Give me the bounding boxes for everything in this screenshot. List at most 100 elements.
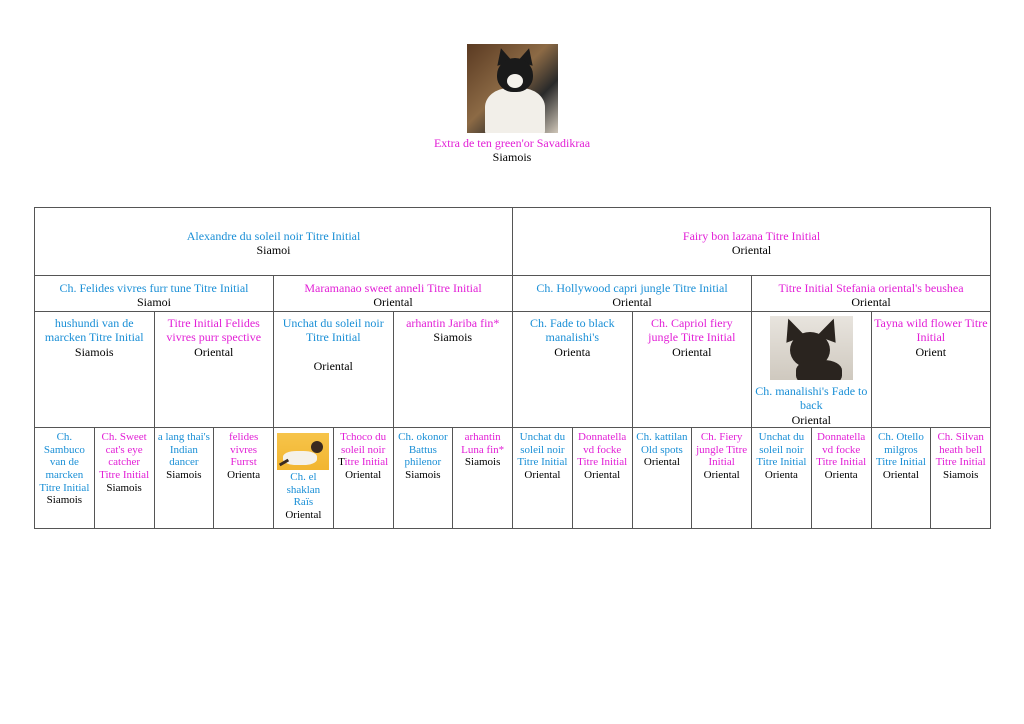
ancestor-breed: Siamois xyxy=(433,330,473,345)
ancestor-title: Titre Initial xyxy=(39,481,90,494)
grandparent-cell: Titre Initial Stefania oriental's beushe… xyxy=(751,275,992,312)
ancestor-title: Titre Initial xyxy=(99,469,150,482)
dam-breed: Oriental xyxy=(731,243,772,258)
ancestor-cell: Ch. el shaklan Raïs Oriental xyxy=(273,427,334,530)
ancestor-name: arhantin Luna fin* xyxy=(461,431,505,456)
ancestor-cell: Ch. okonor Battus philenor Siamois xyxy=(392,427,454,530)
grandparent-breed: Oriental xyxy=(373,295,413,310)
ancestor-name: Ch. Fade to black manalishi's xyxy=(529,316,615,345)
generation-3-row: hushundi van de marcken Titre Initial Si… xyxy=(34,310,992,429)
ancestor-name: Ch. el shaklan Raïs xyxy=(286,471,321,509)
ancestor-name: Ch. manalishi's Fade to back xyxy=(755,384,868,413)
ancestor-name: Ch. Capriol fiery jungle Titre Initial xyxy=(648,316,736,345)
grandparent-breed: Siamoi xyxy=(136,295,171,310)
ancestor-cell: Unchat du soleil noir Titre Initial Orie… xyxy=(751,427,812,530)
ancestor-title: Titre Initial xyxy=(935,456,986,469)
great-grandparent-cell: Titre Initial Felides vivres purr specti… xyxy=(153,310,274,429)
pedigree-table: Alexandre du soleil noir Titre Initial S… xyxy=(33,207,992,530)
great-grandparent-cell: Ch. manalishi's Fade to back Oriental xyxy=(751,310,872,429)
ancestor-cell: arhantin Luna fin* Siamois xyxy=(452,427,514,530)
ancestor-breed: Oriental xyxy=(882,469,919,482)
generation-2-row: Ch. Felides vivres furr tune Titre Initi… xyxy=(34,275,992,312)
ancestor-title: Titre Initial xyxy=(577,456,628,469)
ancestor-name: a lang thai's Indian dancer xyxy=(157,431,210,469)
ancestor-title: Titre Initial xyxy=(756,456,807,469)
ancestor-breed: Orient xyxy=(915,344,947,359)
ancestor-name: felides vivres Furrst xyxy=(228,431,259,469)
grandparent-breed: Oriental xyxy=(612,295,652,310)
grandparent-name: Titre Initial Stefania oriental's beushe… xyxy=(778,281,964,295)
ancestor-cell: Tchoco du soleil noir Titre Initial Orie… xyxy=(332,427,394,530)
ancestor-name: Tayna wild flower Titre Initial xyxy=(874,316,988,345)
grandparent-name: Ch. Felides vivres furr tune Titre Initi… xyxy=(59,281,249,295)
ancestor-name: Unchat du soleil noir Titre Initial xyxy=(282,316,384,345)
ancestor-cell: Ch. Otello milgros Titre Initial Orienta… xyxy=(870,427,932,530)
cat-photo-icon xyxy=(466,44,558,133)
ancestor-name: Ch. Sweet cat's eye catcher xyxy=(101,431,147,469)
great-grandparent-cell: Ch. Capriol fiery jungle Titre Initial O… xyxy=(631,310,753,429)
ancestor-breed: Siamois xyxy=(74,344,114,359)
ancestor-cell: Unchat du soleil noir Titre Initial Orie… xyxy=(512,427,573,530)
ancestor-name: Ch. okonor Battus philenor xyxy=(398,431,448,469)
great-grandparent-cell: Tayna wild flower Titre Initial Orient xyxy=(870,310,992,429)
generation-1-row: Alexandre du soleil noir Titre Initial S… xyxy=(33,207,992,276)
ancestor-name: Unchat du soleil noir xyxy=(758,431,805,456)
ancestor-breed: Oriental xyxy=(584,469,621,482)
subject-name: Extra de ten green'or Savadikraa xyxy=(433,136,591,150)
ancestor-breed: Oriental xyxy=(313,358,353,373)
ancestor-name: Ch. Fiery jungle Titre Initial xyxy=(696,431,748,469)
ancestor-breed: Siamois xyxy=(942,469,979,482)
ancestor-name: Unchat du soleil noir xyxy=(519,431,566,456)
ancestor-name: Ch. Sambuco van de marcken xyxy=(43,431,85,482)
ancestor-breed: Orienta xyxy=(227,469,261,482)
ancestor-name: Donnatella vd focke xyxy=(578,431,627,456)
ancestor-breed: Oriental xyxy=(524,469,561,482)
subject-header: Extra de ten green'or Savadikraa Siamois xyxy=(0,44,1024,165)
ancestor-breed: Siamois xyxy=(166,469,202,482)
ancestor-name: Ch. kattilan Old spots xyxy=(636,431,688,456)
ancestor-cell: Ch. kattilan Old spots Oriental xyxy=(631,427,693,530)
ancestor-breed: Oriental xyxy=(703,469,740,482)
grandparent-name: Ch. Hollywood capri jungle Titre Initial xyxy=(536,281,728,295)
dam-name: Fairy bon lazana Titre Initial xyxy=(682,229,821,243)
ancestor-breed: Siamois xyxy=(464,456,501,469)
great-grandparent-cell: Unchat du soleil noir Titre Initial Orie… xyxy=(273,310,394,429)
ancestor-cell: Ch. Silvan heath bell Titre Initial Siam… xyxy=(930,427,992,530)
ancestor-cell: Ch. Sambuco van de marcken Titre Initial… xyxy=(34,427,95,530)
ancestor-breed: Oriental xyxy=(791,412,831,427)
dam: Fairy bon lazana Titre Initial Oriental xyxy=(512,207,992,276)
ancestor-title: Titre Initial xyxy=(816,456,867,469)
ancestor-breed: Oriental xyxy=(643,456,680,469)
ancestor-breed: Oriental xyxy=(194,344,234,359)
ancestor-cell: Donnatella vd focke Titre Initial Orient… xyxy=(571,427,633,530)
ancestor-breed: Oriental xyxy=(285,509,322,522)
grandparent-cell: Ch. Hollywood capri jungle Titre Initial… xyxy=(512,275,753,312)
ancestor-cell: Ch. Sweet cat's eye catcher Titre Initia… xyxy=(93,427,155,530)
ancestor-breed: Oriental xyxy=(672,344,712,359)
ancestor-name: arhantin Jariba fin* xyxy=(406,316,500,330)
ancestor-breed: Siamois xyxy=(46,494,83,507)
subject-breed: Siamois xyxy=(492,150,532,165)
sire-breed: Siamoi xyxy=(256,243,291,258)
ancestor-title: Titre Initial xyxy=(875,456,926,469)
ancestor-name: Ch. Otello milgros xyxy=(877,431,924,456)
ancestor-breed: Orienta xyxy=(554,344,591,359)
ancestor-name: hushundi van de marcken Titre Initial xyxy=(44,316,144,345)
ancestor-title-prefix: T xyxy=(338,456,345,469)
ancestor-cell: felides vivres Furrst Orienta xyxy=(213,427,274,530)
ancestor-title-rest: itre Initial xyxy=(344,456,389,469)
great-grandparent-cell: Ch. Fade to black manalishi's Orienta xyxy=(512,310,633,429)
ancestor-breed: Siamois xyxy=(106,481,142,494)
ancestor-cell: Donnatella vd focke Titre Initial Orient… xyxy=(810,427,872,530)
ancestor-name: Donnatella vd focke xyxy=(817,431,866,456)
ancestor-title: Titre Initial xyxy=(336,456,391,469)
sire: Alexandre du soleil noir Titre Initial S… xyxy=(33,207,514,276)
grandparent-cell: Ch. Felides vivres furr tune Titre Initi… xyxy=(34,275,274,312)
ancestor-breed: Orienta xyxy=(764,469,798,482)
sire-name: Alexandre du soleil noir Titre Initial xyxy=(186,229,361,243)
ancestor-breed: Oriental xyxy=(345,469,382,482)
generation-4-row: Ch. Sambuco van de marcken Titre Initial… xyxy=(34,427,992,530)
cat-photo-icon xyxy=(769,316,853,380)
ancestor-cell: Ch. Fiery jungle Titre Initial Oriental xyxy=(691,427,753,530)
ancestor-name: Ch. Silvan heath bell xyxy=(937,431,984,456)
